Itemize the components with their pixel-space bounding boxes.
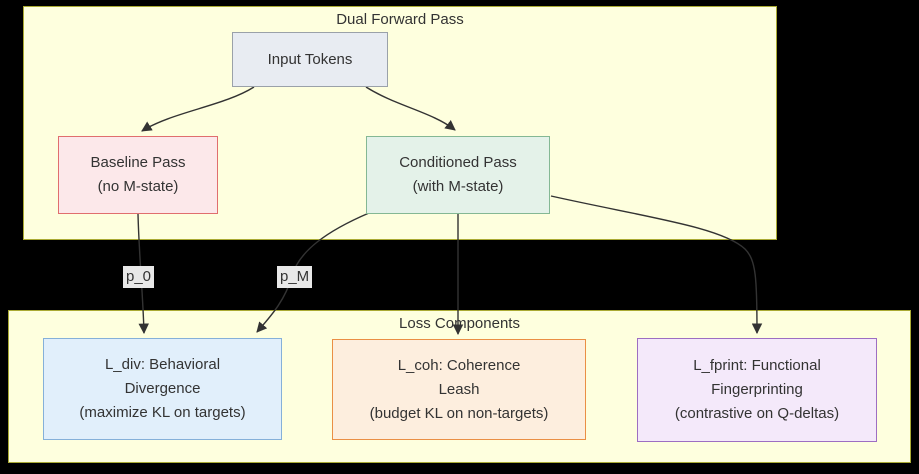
node-input-tokens-label: Input Tokens bbox=[267, 50, 353, 68]
node-l-fprint: L_fprint: Functional Fingerprinting (con… bbox=[637, 338, 877, 442]
node-l-fprint-line3: (contrastive on Q-deltas) bbox=[674, 405, 840, 422]
node-l-fprint-line2: Fingerprinting bbox=[711, 381, 803, 398]
node-l-coh-line1: L_coh: Coherence bbox=[397, 356, 521, 374]
node-l-fprint-line1: L_fprint: Functional bbox=[693, 357, 821, 374]
node-baseline-pass: Baseline Pass (no M-state) bbox=[58, 136, 218, 214]
edge-label-p0: p_0 bbox=[123, 266, 155, 288]
node-conditioned-pass: Conditioned Pass (with M-state) bbox=[366, 136, 550, 214]
cluster-title-loss-components: Loss Components bbox=[399, 315, 520, 332]
node-baseline-pass-line2: (no M-state) bbox=[97, 178, 179, 195]
edge-label-pM: p_M bbox=[277, 266, 313, 288]
node-l-div-line2: Divergence bbox=[124, 380, 201, 397]
cluster-title-dual-forward-pass: Dual Forward Pass bbox=[336, 11, 464, 28]
node-conditioned-pass-line1: Conditioned Pass bbox=[399, 154, 517, 171]
node-input-tokens: Input Tokens bbox=[232, 32, 388, 87]
node-l-coh-line3: (budget KL on non-targets) bbox=[369, 404, 549, 422]
node-l-coh: L_coh: Coherence Leash (budget KL on non… bbox=[332, 339, 586, 440]
node-l-div-line3: (maximize KL on targets) bbox=[79, 404, 246, 421]
node-conditioned-pass-line2: (with M-state) bbox=[412, 178, 504, 195]
node-baseline-pass-line1: Baseline Pass bbox=[90, 154, 186, 171]
node-l-div: L_div: Behavioral Divergence (maximize K… bbox=[43, 338, 282, 440]
node-l-div-line1: L_div: Behavioral bbox=[104, 356, 221, 373]
node-l-coh-line2: Leash bbox=[438, 380, 480, 398]
